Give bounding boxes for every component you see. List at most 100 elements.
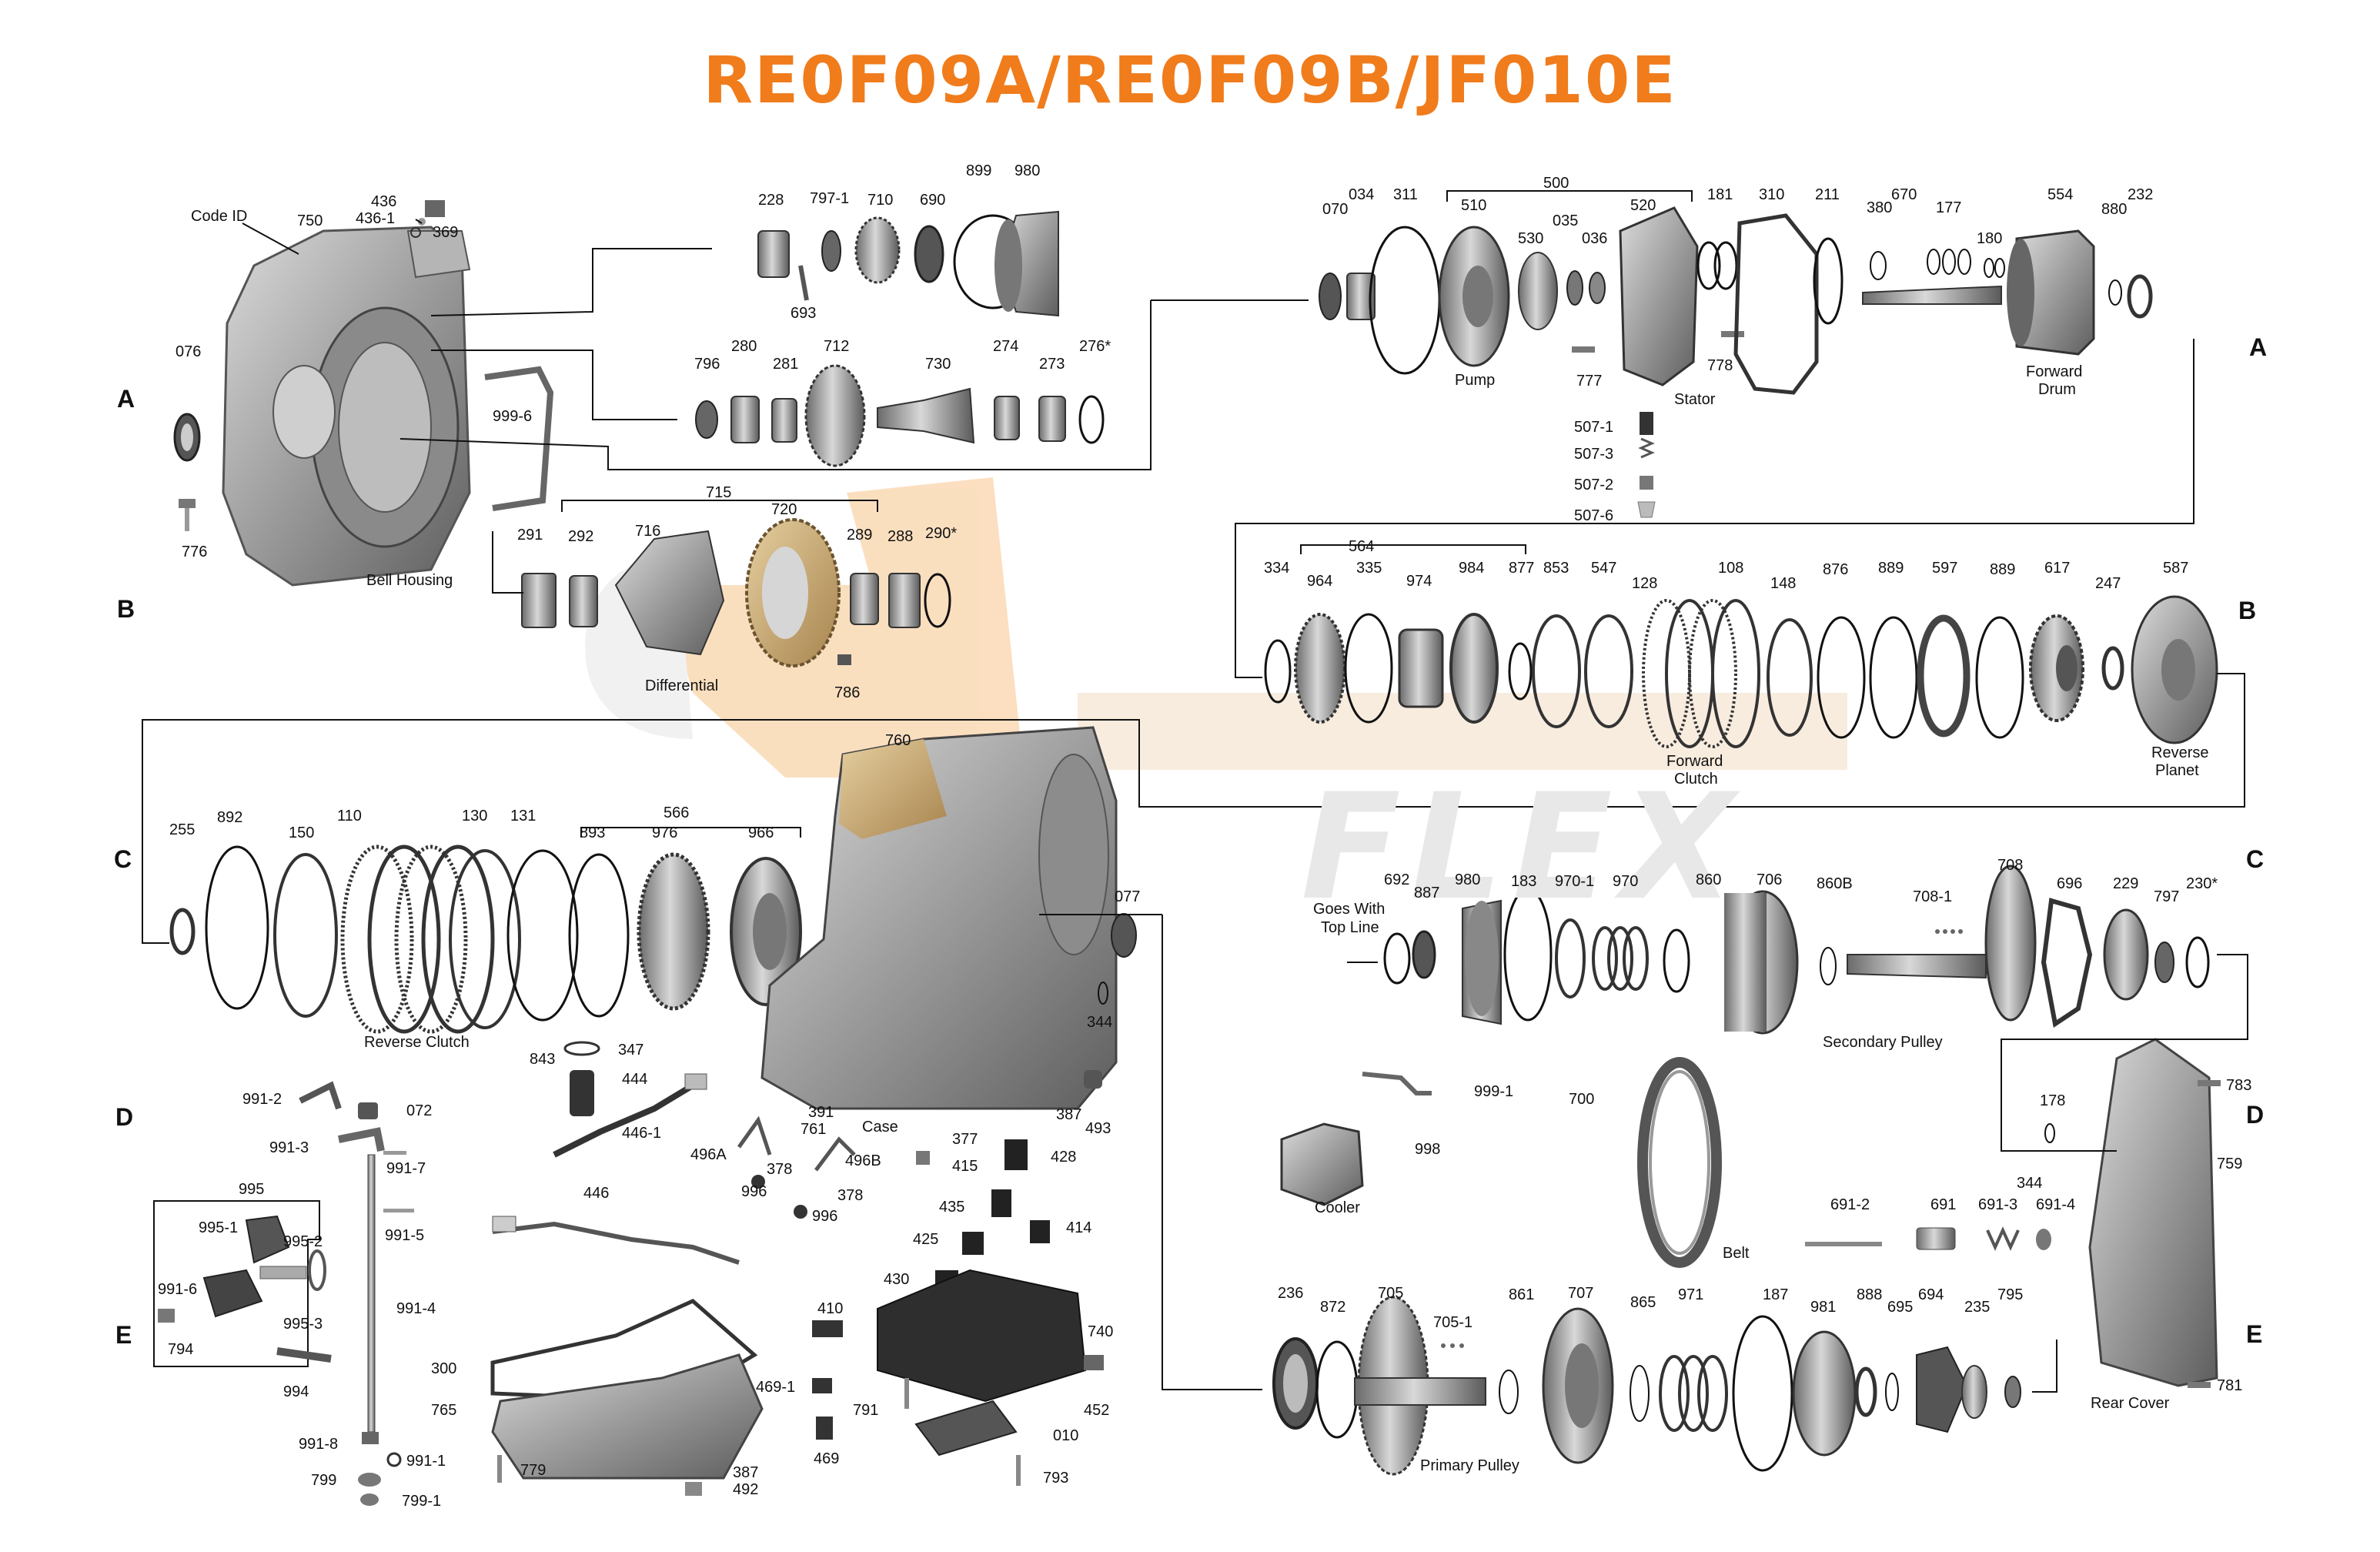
part-label: 289 <box>847 527 873 544</box>
part-label: 791 <box>853 1402 879 1419</box>
part-236-seal <box>1272 1337 1319 1430</box>
part-label: 786 <box>834 684 861 701</box>
part-707-pulley <box>1542 1307 1614 1464</box>
part-344-ring-a <box>1098 982 1108 1005</box>
caption-goes-with-1: Goes With <box>1313 901 1386 918</box>
part-label: 530 <box>1518 230 1544 247</box>
part-415-plug <box>916 1151 930 1165</box>
part-label: 292 <box>568 528 594 545</box>
part-label: 425 <box>913 1231 939 1248</box>
part-label: 288 <box>887 528 914 545</box>
part-label: 799 <box>311 1472 337 1489</box>
part-label: 892 <box>217 809 243 826</box>
part-label: 415 <box>952 1158 978 1175</box>
part-776-bolt <box>179 499 196 531</box>
part-795-ring <box>2004 1376 2021 1408</box>
part-label: 391 <box>808 1104 834 1121</box>
part-label: 335 <box>1356 560 1382 577</box>
part-446-1-harness <box>553 1073 707 1158</box>
part-label: 690 <box>920 192 946 209</box>
part-label: 300 <box>431 1360 457 1377</box>
part-435-solenoid <box>991 1189 1011 1217</box>
part-label: 496B <box>845 1152 881 1169</box>
part-300-gasket <box>490 1299 758 1403</box>
caption-secondary-pulley: Secondary Pulley <box>1823 1034 1943 1051</box>
part-label: 232 <box>2128 186 2154 203</box>
part-label: 273 <box>1039 356 1065 373</box>
part-520-stator <box>1619 206 1699 386</box>
part-690-nut <box>914 225 944 283</box>
part-700-belt <box>1637 1057 1722 1268</box>
part-label: 036 <box>1582 230 1608 247</box>
part-label: 998 <box>1415 1141 1441 1158</box>
part-label: 760 <box>885 732 911 749</box>
part-860b-ring <box>1820 947 1837 985</box>
part-label: 694 <box>1918 1286 1944 1303</box>
part-281-bearing <box>771 398 797 443</box>
part-444-solenoid <box>563 1041 600 1116</box>
part-label: 964 <box>1307 573 1333 590</box>
part-995-2-roller <box>259 1266 307 1279</box>
part-label: 783 <box>2226 1077 2252 1094</box>
part-230-ring <box>2185 936 2210 988</box>
part-670-shaft <box>1862 285 2002 305</box>
part-783-bolt <box>2198 1080 2221 1086</box>
part-label: 705 <box>1378 1285 1404 1302</box>
part-label: 970-1 <box>1555 873 1595 890</box>
part-072-seal <box>358 1102 378 1119</box>
part-428-solenoid <box>1004 1139 1028 1170</box>
part-976-hub <box>637 852 710 1011</box>
part-label: 765 <box>431 1402 457 1419</box>
part-label: 700 <box>1569 1091 1595 1108</box>
part-label: 750 <box>297 212 323 229</box>
part-label: 180 <box>1977 230 2003 247</box>
part-label: 966 <box>748 824 774 841</box>
part-label: 507-2 <box>1574 477 1614 493</box>
part-387-492-plug <box>685 1482 702 1496</box>
part-label: 888 <box>1857 1286 1883 1303</box>
part-510-pump <box>1438 226 1510 367</box>
part-893-ring <box>568 853 630 1018</box>
part-label: 035 <box>1553 212 1579 229</box>
part-label: 716 <box>635 523 661 540</box>
part-496b-harness <box>794 1136 856 1219</box>
section-a-left: A <box>117 385 135 413</box>
part-label: 779 <box>520 1462 547 1479</box>
part-148-ring <box>1767 618 1813 737</box>
part-696-gasket <box>2041 898 2093 1029</box>
part-label: 072 <box>406 1102 433 1119</box>
part-label: 999-1 <box>1474 1083 1514 1100</box>
part-label: 996 <box>741 1183 767 1200</box>
section-b-right: B <box>2238 597 2257 624</box>
part-547-ring <box>1584 614 1633 728</box>
part-label: 281 <box>773 356 799 373</box>
part-label: 255 <box>169 821 196 838</box>
part-label: 710 <box>867 192 894 209</box>
part-label: 880 <box>2101 201 2128 218</box>
part-label: 759 <box>2217 1156 2243 1172</box>
part-446-harness <box>492 1216 740 1265</box>
part-760-case <box>760 726 1118 1110</box>
part-131-ring <box>506 849 579 1022</box>
part-469-1-sensor <box>812 1378 832 1393</box>
part-705-1-balls <box>1441 1343 1464 1348</box>
part-999-1-pipe <box>1362 1072 1432 1095</box>
caption-cooler: Cooler <box>1315 1199 1360 1216</box>
part-label: 861 <box>1509 1286 1535 1303</box>
part-994-bolt <box>276 1347 332 1363</box>
part-label: 980 <box>1015 162 1041 179</box>
caption-reverse-clutch: Reverse Clutch <box>364 1034 470 1051</box>
part-label: 496A <box>690 1146 727 1163</box>
part-label: 276* <box>1079 338 1111 355</box>
part-999-6-tube <box>484 366 554 511</box>
part-335-ring <box>1344 613 1393 724</box>
caption-forward-clutch-1: Forward <box>1666 753 1723 770</box>
part-070-seal <box>1319 273 1342 320</box>
part-label: 034 <box>1349 186 1375 203</box>
part-991-7-pin <box>383 1151 406 1155</box>
part-label: 860B <box>1817 875 1853 892</box>
part-label: 507-1 <box>1574 419 1614 436</box>
part-label: 893 <box>580 824 606 841</box>
part-label: 507-3 <box>1574 446 1614 463</box>
part-label: 148 <box>1770 575 1797 592</box>
